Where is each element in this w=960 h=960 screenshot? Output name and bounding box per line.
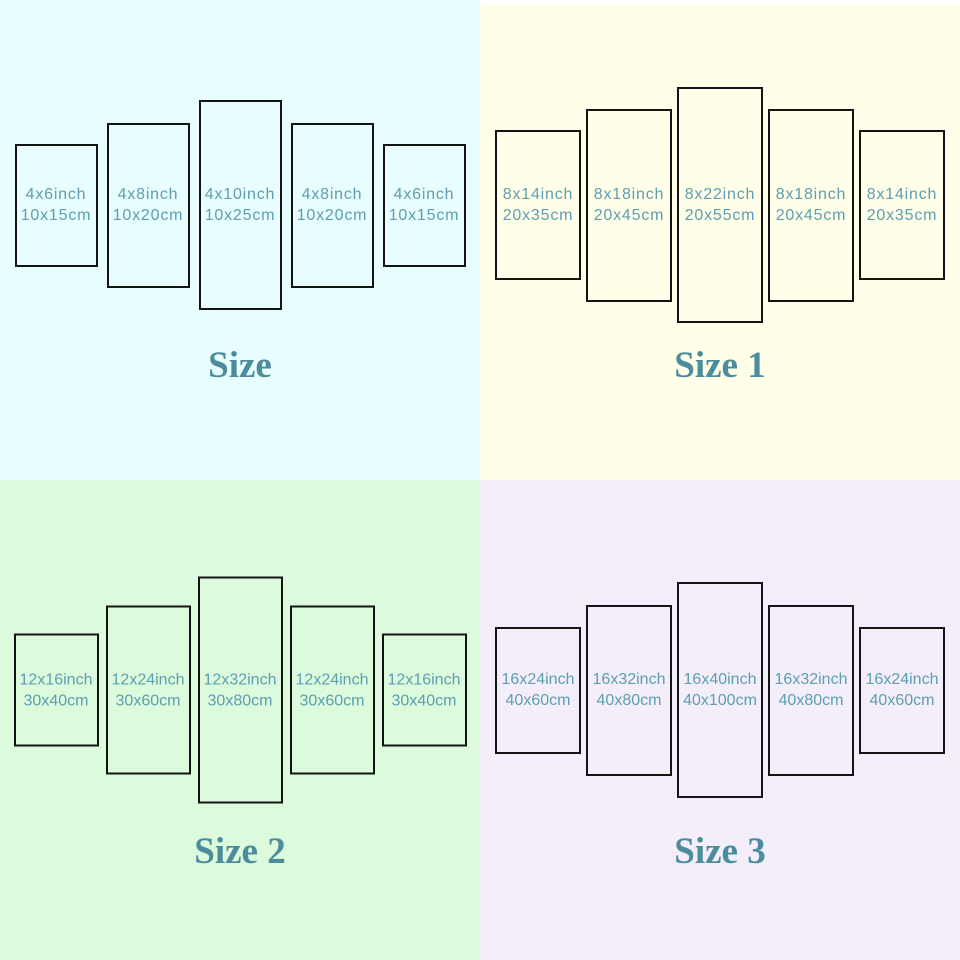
panel-size-inch: 12x16inch <box>19 671 93 688</box>
panel-size-inch: 16x40inch <box>683 671 757 688</box>
top-white-strip <box>480 0 960 4</box>
panel-size-inch: 4x8inch <box>301 186 363 203</box>
quadrant-title: Size 1 <box>674 345 766 386</box>
quadrant-size-3: 16x24inch 40x60cm 16x32inch 40x80cm 16x40inc… <box>480 480 960 960</box>
panel-size-inch: 12x24inch <box>111 671 185 688</box>
panel-size-cm: 10x25cm <box>204 207 276 224</box>
panels-row: 16x24inch 40x60cm 16x32inch 40x80cm 16x40inc… <box>480 582 960 798</box>
panel-size-inch: 8x18inch <box>593 186 665 203</box>
panel-size-inch: 16x24inch <box>865 671 939 688</box>
quadrant-title: Size 3 <box>674 831 766 872</box>
panel-size-cm: 10x20cm <box>296 207 368 224</box>
canvas-panel: 16x24inch 40x60cm <box>495 626 581 754</box>
canvas-panel: 4x6inch 10x15cm <box>382 143 466 267</box>
panels-row: 4x6inch 10x15cm 4x8inch 10x20cm 4x10inch 10x2… <box>0 100 480 310</box>
panel-size-cm: 10x15cm <box>20 207 92 224</box>
panel-size-inch: 4x8inch <box>117 186 179 203</box>
canvas-panel: 16x32inch 40x80cm <box>768 604 854 776</box>
panel-size-inch: 8x18inch <box>775 186 847 203</box>
canvas-panel: 8x14inch 20x35cm <box>495 130 581 280</box>
panel-size-cm: 30x40cm <box>391 692 457 709</box>
canvas-panel: 12x16inch 30x40cm <box>13 633 99 747</box>
canvas-panel: 8x14inch 20x35cm <box>859 130 945 280</box>
panels-row: 8x14inch 20x35cm 8x18inch 20x45cm 8x22inch 20… <box>480 87 960 323</box>
canvas-panel: 16x32inch 40x80cm <box>586 604 672 776</box>
canvas-panel: 16x40inch 40x100cm <box>677 582 763 798</box>
panel-size-cm: 40x80cm <box>596 692 662 709</box>
quadrant-size-1: 8x14inch 20x35cm 8x18inch 20x45cm 8x22inch 20… <box>480 0 960 480</box>
panel-size-inch: 16x32inch <box>592 671 666 688</box>
quadrant-size: 4x6inch 10x15cm 4x8inch 10x20cm 4x10inch 10x2… <box>0 0 480 480</box>
panel-size-inch: 16x32inch <box>774 671 848 688</box>
canvas-panel: 12x24inch 30x60cm <box>105 605 191 775</box>
canvas-panel: 12x16inch 30x40cm <box>381 633 467 747</box>
canvas-panel: 8x18inch 20x45cm <box>586 108 672 302</box>
panel-size-inch: 16x24inch <box>501 671 575 688</box>
canvas-panel: 8x22inch 20x55cm <box>677 87 763 323</box>
panel-size-cm: 20x35cm <box>866 207 938 224</box>
panel-size-cm: 30x40cm <box>23 692 89 709</box>
panel-size-cm: 40x100cm <box>683 692 757 709</box>
canvas-panel: 12x32inch 30x80cm <box>197 576 283 804</box>
panel-size-inch: 4x10inch <box>204 186 276 203</box>
panel-size-cm: 40x60cm <box>505 692 571 709</box>
panel-size-cm: 10x15cm <box>388 207 460 224</box>
panel-size-cm: 20x45cm <box>775 207 847 224</box>
panel-size-inch: 4x6inch <box>393 186 455 203</box>
panel-size-cm: 40x60cm <box>869 692 935 709</box>
canvas-panel: 4x8inch 10x20cm <box>106 122 190 288</box>
panel-size-cm: 30x60cm <box>299 692 365 709</box>
panel-size-inch: 12x16inch <box>387 671 461 688</box>
canvas-panel: 4x8inch 10x20cm <box>290 122 374 288</box>
panel-size-inch: 8x22inch <box>684 186 756 203</box>
canvas-panel: 12x24inch 30x60cm <box>289 605 375 775</box>
quadrant-title: Size <box>208 345 272 386</box>
panels-row: 12x16inch 30x40cm 12x24inch 30x60cm 12x32inc… <box>0 576 480 804</box>
panel-size-cm: 20x55cm <box>684 207 756 224</box>
panel-size-inch: 12x32inch <box>203 671 277 688</box>
panel-size-inch: 8x14inch <box>502 186 574 203</box>
panel-size-cm: 20x35cm <box>502 207 574 224</box>
panel-size-cm: 20x45cm <box>593 207 665 224</box>
canvas-panel: 8x18inch 20x45cm <box>768 108 854 302</box>
canvas-panel: 4x6inch 10x15cm <box>14 143 98 267</box>
quadrant-size-2: 12x16inch 30x40cm 12x24inch 30x60cm 12x32inc… <box>0 480 480 960</box>
panel-size-inch: 12x24inch <box>295 671 369 688</box>
panel-size-cm: 30x80cm <box>207 692 273 709</box>
quadrant-title: Size 2 <box>194 831 286 872</box>
panel-size-cm: 30x60cm <box>115 692 181 709</box>
panel-size-cm: 40x80cm <box>778 692 844 709</box>
panel-size-inch: 4x6inch <box>25 186 87 203</box>
canvas-panel: 16x24inch 40x60cm <box>859 626 945 754</box>
panel-size-cm: 10x20cm <box>112 207 184 224</box>
canvas-panel: 4x10inch 10x25cm <box>198 100 282 310</box>
panel-size-inch: 8x14inch <box>866 186 938 203</box>
